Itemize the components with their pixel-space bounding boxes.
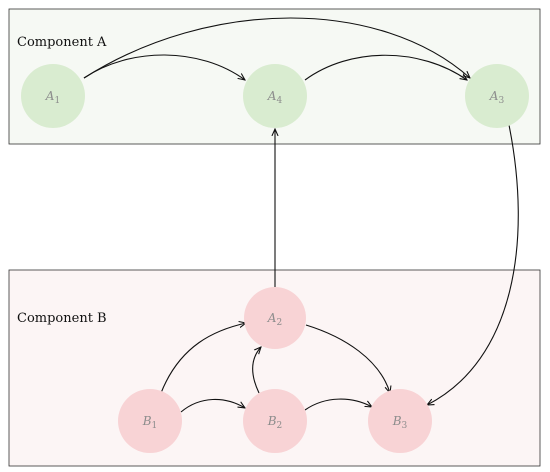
node-b3: B3	[368, 389, 432, 453]
node-b2: B2	[243, 389, 307, 453]
node-b2-sub: 2	[277, 421, 283, 431]
node-a2-sub: 2	[276, 318, 282, 328]
node-a3-sub: 3	[498, 96, 504, 106]
component-a-label: Component A	[17, 35, 107, 50]
component-b-label: Component B	[17, 311, 107, 326]
edge-a2-b3	[305, 324, 390, 393]
edge-a1-a3	[83, 17, 470, 78]
edge-b2-a2	[252, 347, 261, 394]
node-a3-base: A	[489, 89, 499, 103]
node-a2-base: A	[267, 311, 277, 325]
edge-b1-a2	[160, 323, 246, 394]
edge-a1-a4	[83, 54, 245, 80]
node-b3-sub: 3	[402, 421, 408, 431]
svg-text:B2: B2	[267, 414, 283, 431]
node-a4: A4	[243, 64, 307, 128]
node-b3-base: B	[392, 414, 402, 428]
node-a1-sub: 1	[54, 96, 60, 106]
node-a2: A2	[244, 287, 306, 349]
edge-a4-a3	[304, 54, 467, 80]
node-b1: B1	[118, 389, 182, 453]
node-a1-base: A	[45, 89, 55, 103]
svg-text:B1: B1	[142, 414, 158, 431]
node-b1-base: B	[142, 414, 152, 428]
node-a3: A3	[465, 64, 529, 128]
svg-text:A1: A1	[45, 89, 60, 106]
svg-text:A4: A4	[267, 89, 283, 106]
node-a1: A1	[21, 64, 85, 128]
node-a4-sub: 4	[276, 96, 282, 106]
edge-b1-b2	[180, 398, 245, 413]
svg-text:A2: A2	[267, 311, 282, 328]
edge-b2-b3	[304, 398, 372, 411]
node-a4-base: A	[267, 89, 277, 103]
svg-text:A3: A3	[489, 89, 505, 106]
node-b1-sub: 1	[152, 421, 158, 431]
node-b2-base: B	[267, 414, 277, 428]
svg-text:B3: B3	[392, 414, 408, 431]
edge-a3-b3	[427, 124, 519, 405]
